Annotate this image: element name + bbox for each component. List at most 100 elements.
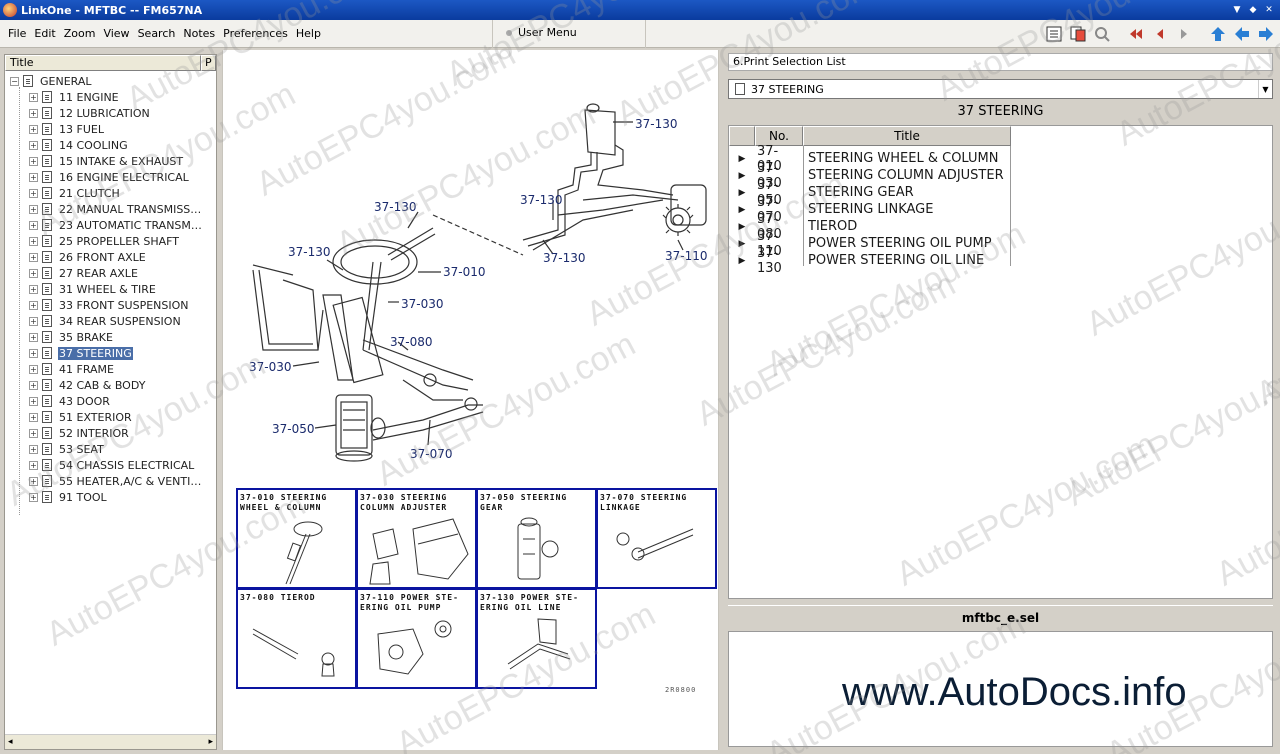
- expand-icon[interactable]: +: [29, 300, 38, 310]
- print-list-icon[interactable]: [1068, 24, 1088, 44]
- first-page-icon[interactable]: [1126, 24, 1146, 44]
- menu-search[interactable]: Search: [137, 27, 176, 40]
- chevron-down-icon[interactable]: ▼: [1258, 80, 1272, 98]
- collapse-icon[interactable]: −: [10, 76, 19, 86]
- expand-icon[interactable]: +: [29, 492, 38, 502]
- menu-file[interactable]: File: [8, 27, 27, 40]
- tree-root-general[interactable]: − GENERAL: [5, 73, 216, 89]
- tree-item[interactable]: +54 CHASSIS ELECTRICAL: [5, 457, 216, 473]
- tree-item[interactable]: +21 CLUTCH: [5, 185, 216, 201]
- callout-37-030[interactable]: 37-030: [401, 297, 444, 311]
- tree-item[interactable]: +13 FUEL: [5, 121, 216, 137]
- callout-37-080[interactable]: 37-080: [390, 335, 433, 349]
- tree-header-p[interactable]: P: [201, 55, 216, 71]
- previous-page-icon[interactable]: [1150, 24, 1170, 44]
- tree-item[interactable]: +15 INTAKE & EXHAUST: [5, 153, 216, 169]
- menu-help[interactable]: Help: [295, 27, 321, 40]
- tree-item[interactable]: +33 FRONT SUSPENSION: [5, 297, 216, 313]
- tree-item[interactable]: +25 PROPELLER SHAFT: [5, 233, 216, 249]
- row-expand-icon[interactable]: ▶: [738, 153, 746, 164]
- row-expand-icon[interactable]: ▶: [738, 170, 746, 181]
- tree-item[interactable]: +23 AUTOMATIC TRANSMIS...: [5, 217, 216, 233]
- row-expand-icon[interactable]: ▶: [738, 204, 746, 215]
- tree-item[interactable]: +16 ENGINE ELECTRICAL: [5, 169, 216, 185]
- list-view-icon[interactable]: [1044, 24, 1064, 44]
- expand-icon[interactable]: +: [29, 188, 38, 198]
- tree-item[interactable]: +37 STEERING: [5, 345, 216, 361]
- expand-icon[interactable]: +: [29, 380, 38, 390]
- tree-item[interactable]: +55 HEATER,A/C & VENTILA...: [5, 473, 216, 489]
- callout-37-070[interactable]: 37-070: [410, 447, 453, 461]
- tree-item[interactable]: +51 EXTERIOR: [5, 409, 216, 425]
- expand-icon[interactable]: +: [29, 348, 38, 358]
- tree-item[interactable]: +31 WHEEL & TIRE: [5, 281, 216, 297]
- menu-edit[interactable]: Edit: [34, 27, 56, 40]
- expand-icon[interactable]: +: [29, 204, 38, 214]
- row-expand-icon[interactable]: ▶: [738, 187, 746, 198]
- expand-icon[interactable]: +: [29, 396, 38, 406]
- expand-icon[interactable]: +: [29, 236, 38, 246]
- callout-37-050[interactable]: 37-050: [272, 422, 315, 436]
- expand-icon[interactable]: +: [29, 364, 38, 374]
- close-icon[interactable]: ✕: [1265, 5, 1273, 15]
- row-expand-icon[interactable]: ▶: [738, 238, 746, 249]
- tree-header-title[interactable]: Title: [5, 55, 201, 71]
- callout-37-130[interactable]: 37-130: [520, 193, 563, 207]
- callout-37-130[interactable]: 37-130: [374, 200, 417, 214]
- menu-view[interactable]: View: [103, 27, 130, 40]
- search-zoom-icon[interactable]: [1092, 24, 1112, 44]
- callout-37-130[interactable]: 37-130: [543, 251, 586, 265]
- expand-icon[interactable]: +: [29, 220, 38, 230]
- tree-item[interactable]: +27 REAR AXLE: [5, 265, 216, 281]
- expand-icon[interactable]: +: [29, 316, 38, 326]
- tree-item[interactable]: +41 FRAME: [5, 361, 216, 377]
- user-menu-button[interactable]: User Menu: [506, 26, 577, 39]
- expand-icon[interactable]: +: [29, 476, 38, 486]
- scroll-left-icon[interactable]: ◂: [8, 737, 13, 747]
- expand-icon[interactable]: +: [29, 428, 38, 438]
- tree-item[interactable]: +34 REAR SUSPENSION: [5, 313, 216, 329]
- thumb-37-110[interactable]: 37-110 POWER STE- ERING OIL PUMP: [356, 588, 477, 689]
- thumb-37-030[interactable]: 37-030 STEERING COLUMN ADJUSTER: [356, 488, 477, 589]
- expand-icon[interactable]: +: [29, 156, 38, 166]
- thumb-37-050[interactable]: 37-050 STEERING GEAR: [476, 488, 597, 589]
- thumb-37-080[interactable]: 37-080 TIEROD: [236, 588, 357, 689]
- tree-item[interactable]: +43 DOOR: [5, 393, 216, 409]
- thumb-37-130[interactable]: 37-130 POWER STE- ERING OIL LINE: [476, 588, 597, 689]
- tree-item[interactable]: +26 FRONT AXLE: [5, 249, 216, 265]
- tree-item[interactable]: +52 INTERIOR: [5, 425, 216, 441]
- expand-icon[interactable]: +: [29, 332, 38, 342]
- tree-horizontal-scrollbar[interactable]: ◂ ▸: [5, 734, 216, 749]
- menu-preferences[interactable]: Preferences: [223, 27, 288, 40]
- callout-37-030[interactable]: 37-030: [249, 360, 292, 374]
- col-header-no[interactable]: No.: [755, 126, 803, 146]
- callout-37-110[interactable]: 37-110: [665, 249, 708, 263]
- thumb-37-010[interactable]: 37-010 STEERING WHEEL & COLUMN: [236, 488, 357, 589]
- section-dropdown[interactable]: 37 STEERING ▼: [728, 79, 1273, 99]
- tree-item[interactable]: +14 COOLING: [5, 137, 216, 153]
- callout-37-130[interactable]: 37-130: [288, 245, 331, 259]
- tree-item[interactable]: +12 LUBRICATION: [5, 105, 216, 121]
- back-arrow-icon[interactable]: [1232, 24, 1252, 44]
- expand-icon[interactable]: +: [29, 124, 38, 134]
- col-header-marker[interactable]: [729, 126, 755, 146]
- expand-icon[interactable]: +: [29, 92, 38, 102]
- tree-item[interactable]: +11 ENGINE: [5, 89, 216, 105]
- print-selection-list-field[interactable]: 6.Print Selection List: [728, 53, 1273, 71]
- callout-37-130[interactable]: 37-130: [635, 117, 678, 131]
- expand-icon[interactable]: +: [29, 140, 38, 150]
- tree-item[interactable]: +22 MANUAL TRANSMISSIO...: [5, 201, 216, 217]
- scroll-right-icon[interactable]: ▸: [208, 737, 213, 747]
- menu-notes[interactable]: Notes: [183, 27, 216, 40]
- col-header-title[interactable]: Title: [803, 126, 1011, 146]
- tree-item[interactable]: +35 BRAKE: [5, 329, 216, 345]
- next-page-icon[interactable]: [1174, 24, 1194, 44]
- expand-icon[interactable]: +: [29, 252, 38, 262]
- expand-icon[interactable]: +: [29, 268, 38, 278]
- tree-item[interactable]: +91 TOOL: [5, 489, 216, 505]
